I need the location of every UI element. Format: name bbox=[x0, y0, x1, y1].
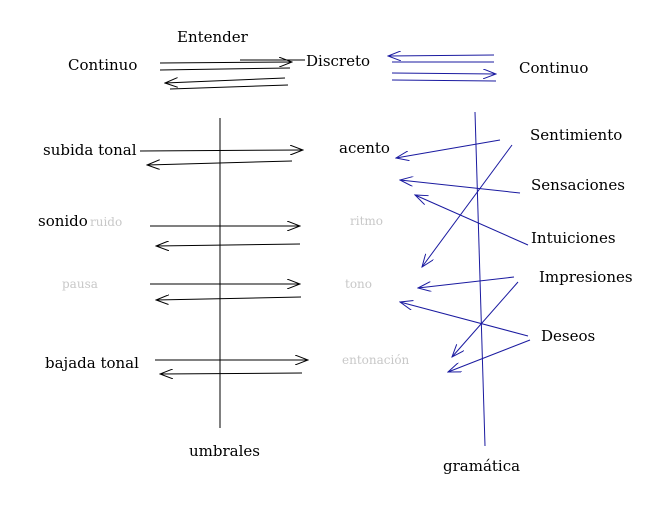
label-entender: Entender bbox=[177, 28, 248, 46]
gramatica-axis bbox=[474, 111, 486, 447]
faint-row3-mid: tono bbox=[345, 277, 372, 291]
label-sentimiento: Sentimiento bbox=[530, 126, 623, 144]
label-bajada-tonal: bajada tonal bbox=[45, 354, 139, 372]
label-umbrales: umbrales bbox=[189, 442, 260, 460]
label-subida-tonal: subida tonal bbox=[43, 141, 137, 159]
row-arrows bbox=[139, 150, 308, 374]
label-acento: acento bbox=[339, 139, 390, 157]
faint-sonido-tail: ruido bbox=[90, 215, 123, 229]
faint-row2-mid: ritmo bbox=[350, 214, 383, 228]
continuo-discreto-arrows bbox=[159, 60, 305, 90]
blue-connector-arrows bbox=[396, 139, 531, 372]
label-discreto: Discreto bbox=[306, 52, 371, 70]
discreto-continuo-arrows bbox=[388, 55, 496, 82]
faint-row4-mid: entonación bbox=[342, 353, 410, 367]
label-intuiciones: Intuiciones bbox=[531, 229, 616, 247]
label-impresiones: Impresiones bbox=[539, 268, 633, 286]
label-continuo-left: Continuo bbox=[68, 56, 138, 74]
label-sonido: sonido bbox=[38, 212, 88, 230]
label-gramatica: gramática bbox=[443, 457, 521, 475]
label-sensaciones: Sensaciones bbox=[531, 176, 625, 194]
label-deseos: Deseos bbox=[541, 327, 596, 345]
faint-row3-left: pausa bbox=[62, 277, 98, 291]
label-continuo-right: Continuo bbox=[519, 59, 589, 77]
